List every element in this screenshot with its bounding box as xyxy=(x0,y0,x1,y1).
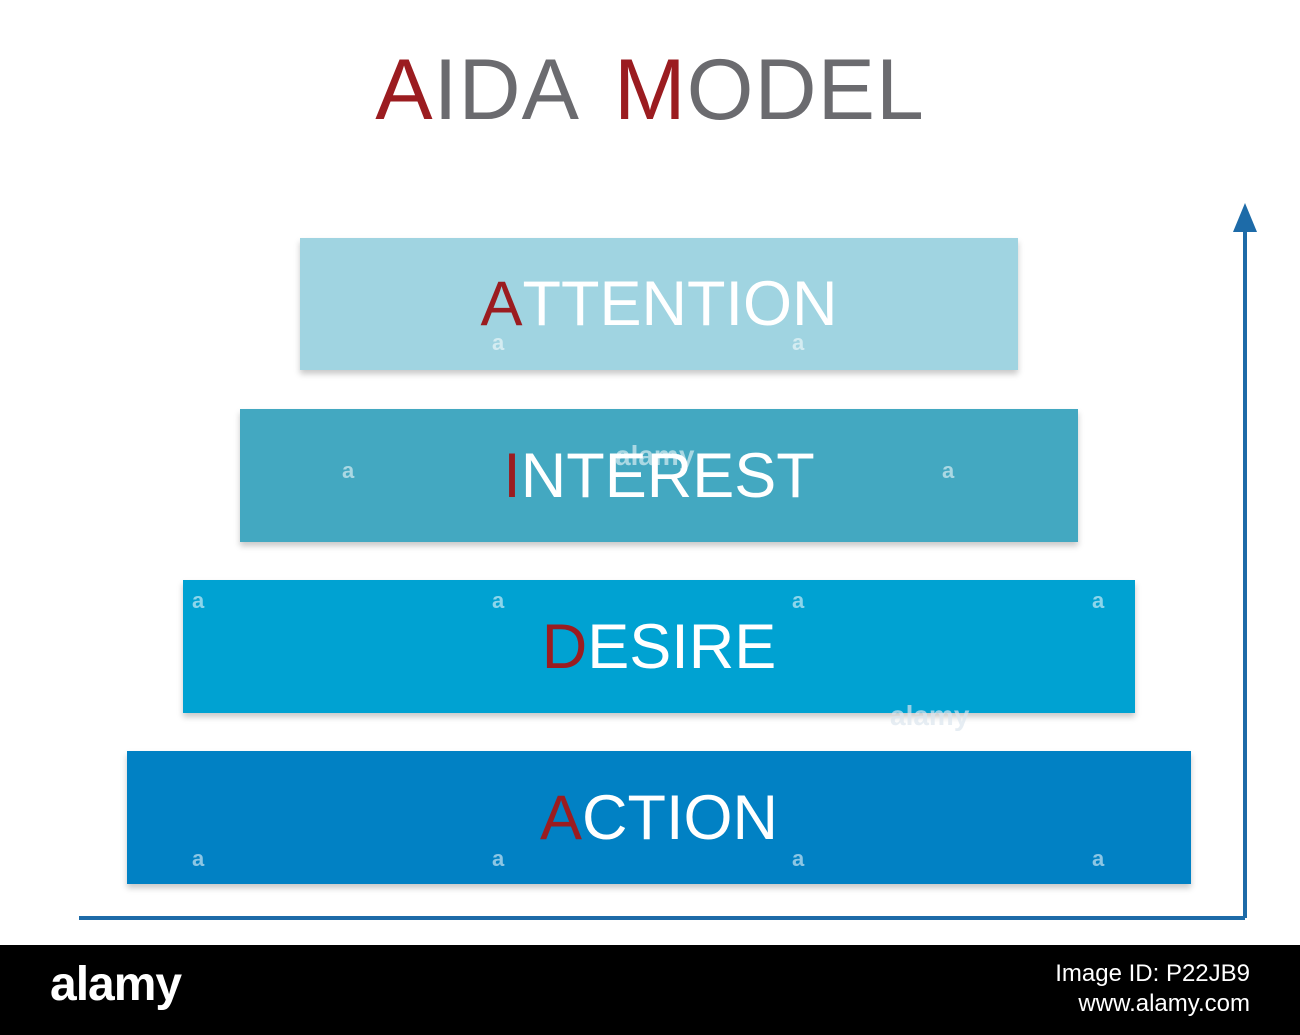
site-url-text: www.alamy.com xyxy=(1078,990,1250,1017)
footer-bar: alamy Image ID: P22JB9 www.alamy.com xyxy=(0,945,1300,1035)
footer-info: Image ID: P22JB9 www.alamy.com xyxy=(1055,959,1250,1019)
stage-rest: NTEREST xyxy=(520,440,815,511)
title-rest-model: ODEL xyxy=(686,42,925,138)
diagram-title: AIDA MODEL xyxy=(0,40,1300,140)
alamy-logo: alamy xyxy=(50,958,182,1011)
image-id-text: Image ID: P22JB9 xyxy=(1055,960,1250,987)
stage-initial: I xyxy=(503,440,521,511)
growth-axes xyxy=(79,203,1257,920)
stage-initial: A xyxy=(539,782,583,853)
stage-rest: TTENTION xyxy=(522,269,838,339)
title-rest-ida: IDA xyxy=(433,42,580,138)
stage-initial: A xyxy=(480,269,523,339)
up-arrow-icon xyxy=(1233,203,1257,232)
title-initial-a: A xyxy=(375,42,434,138)
stage-rest: CTION xyxy=(582,782,778,853)
stage-rest: ESIRE xyxy=(587,611,777,682)
title-initial-m: M xyxy=(613,42,687,138)
stage-initial: D xyxy=(541,611,588,682)
